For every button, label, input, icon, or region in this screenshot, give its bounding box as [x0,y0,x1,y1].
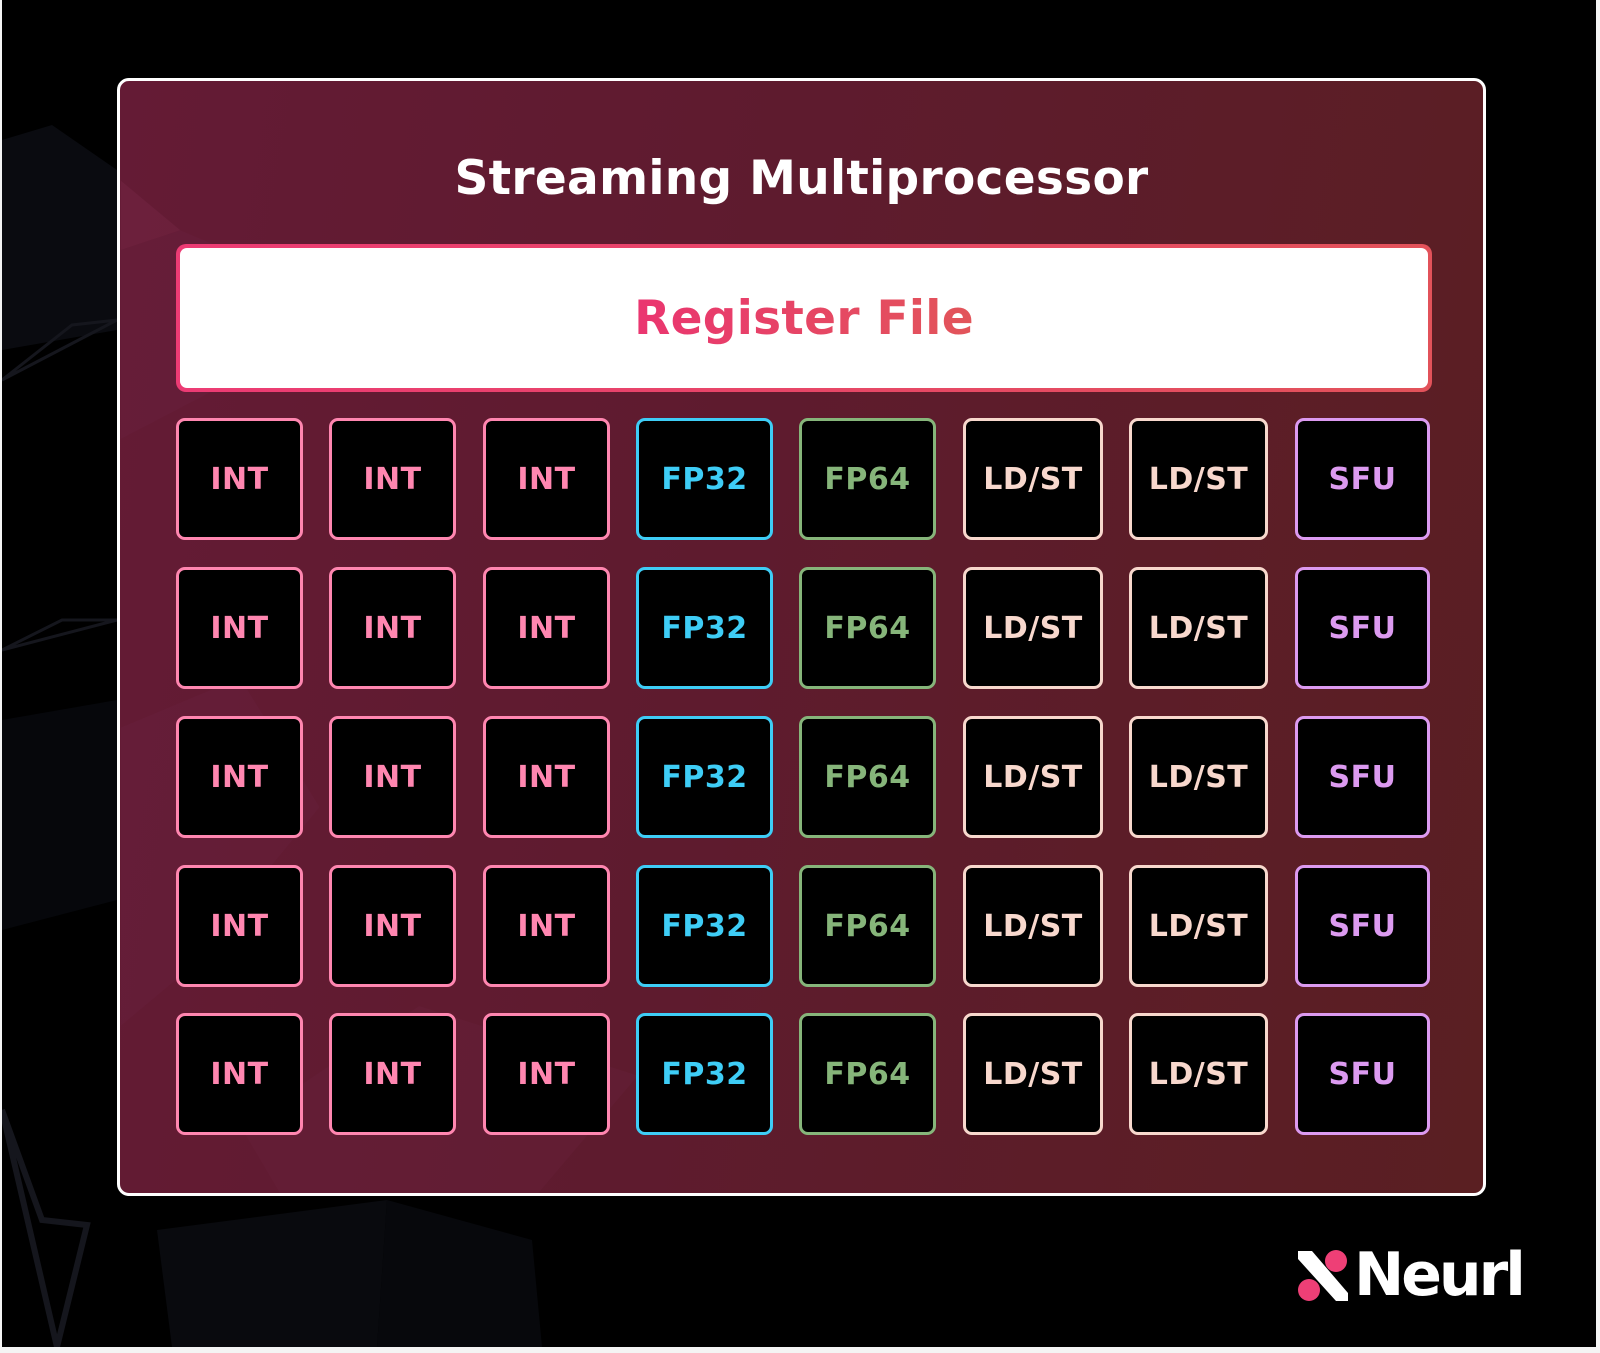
logo-wordmark: Neurl [1354,1240,1526,1310]
diagram-title: Streaming Multiprocessor [454,151,1149,206]
unit-ld-st: LD/ST [1129,716,1268,838]
unit-int: INT [483,1013,610,1135]
streaming-multiprocessor-panel: Streaming Multiprocessor Register File I… [117,78,1486,1196]
unit-sfu: SFU [1295,865,1430,987]
unit-ld-st: LD/ST [1129,865,1268,987]
unit-ld-st: LD/ST [963,865,1103,987]
unit-sfu: SFU [1295,1013,1430,1135]
unit-fp64: FP64 [799,716,936,838]
unit-sfu: SFU [1295,716,1430,838]
unit-int: INT [483,716,610,838]
unit-fp64: FP64 [799,865,936,987]
unit-sfu: SFU [1295,418,1430,540]
unit-int: INT [483,865,610,987]
unit-ld-st: LD/ST [1129,1013,1268,1135]
unit-int: INT [176,1013,303,1135]
unit-fp64: FP64 [799,567,936,689]
unit-int: INT [176,567,303,689]
unit-fp32: FP32 [636,716,773,838]
unit-int: INT [176,716,303,838]
unit-ld-st: LD/ST [1129,418,1268,540]
unit-fp64: FP64 [799,418,936,540]
unit-fp32: FP32 [636,567,773,689]
unit-ld-st: LD/ST [963,1013,1103,1135]
unit-ld-st: LD/ST [963,716,1103,838]
unit-ld-st: LD/ST [963,418,1103,540]
unit-int: INT [329,1013,456,1135]
register-file: Register File [176,244,1432,392]
unit-fp64: FP64 [799,1013,936,1135]
unit-int: INT [483,567,610,689]
neurl-logo: Neurl [1296,1240,1526,1310]
unit-int: INT [176,865,303,987]
unit-int: INT [329,716,456,838]
register-file-box: Register File [180,248,1428,388]
unit-fp32: FP32 [636,418,773,540]
neurl-x-mark-icon [1298,1250,1348,1301]
unit-ld-st: LD/ST [1129,567,1268,689]
unit-int: INT [176,418,303,540]
unit-sfu: SFU [1295,567,1430,689]
unit-int: INT [329,865,456,987]
unit-fp32: FP32 [636,1013,773,1135]
unit-int: INT [483,418,610,540]
register-file-label: Register File [634,290,974,346]
unit-fp32: FP32 [636,865,773,987]
unit-ld-st: LD/ST [963,567,1103,689]
unit-int: INT [329,567,456,689]
unit-int: INT [329,418,456,540]
